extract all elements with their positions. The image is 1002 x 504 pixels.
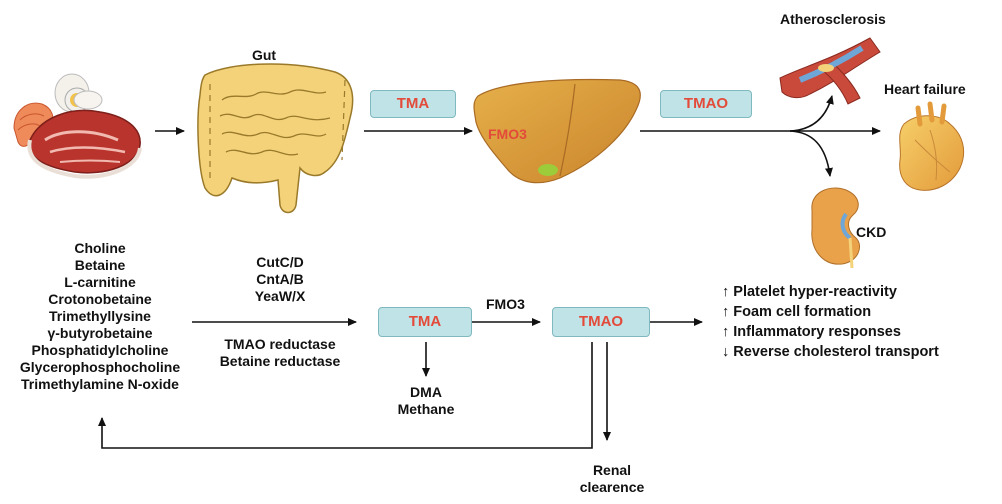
- gut-label: Gut: [252, 47, 276, 63]
- enzyme-item: Betaine reductase: [219, 353, 341, 369]
- renal-clearance-label: Renal clearence: [572, 462, 652, 496]
- liver-fmo3-label: FMO3: [488, 126, 527, 142]
- heart-icon: [899, 101, 965, 191]
- precursor-list: Choline Betaine L-carnitine Crotonobetai…: [0, 240, 200, 393]
- precursor-item: L-carnitine: [64, 274, 136, 290]
- liver-icon: [473, 78, 641, 184]
- ckd-label: CKD: [856, 224, 886, 240]
- fmo3-label: FMO3: [486, 296, 525, 312]
- enzyme-item: CutC/D: [256, 254, 304, 270]
- gut-intestine-icon: [197, 63, 354, 214]
- arrow-down-icon: ↓: [722, 344, 730, 360]
- effect-text: Platelet hyper-reactivity: [733, 284, 897, 300]
- precursor-item: γ-butyrobetaine: [47, 325, 153, 341]
- renal-label-line2: clearence: [579, 479, 645, 495]
- enzyme-item: TMAO reductase: [224, 336, 336, 352]
- meat-steak-icon: [27, 90, 142, 179]
- enzyme-list-upper: CutC/D CntA/B YeaW/X: [220, 254, 340, 305]
- effect-text: Reverse cholesterol transport: [733, 344, 939, 360]
- effect-item: ↑ Inflammatory responses: [722, 322, 1002, 342]
- kidney-icon: [811, 187, 860, 269]
- precursor-item: Trimethylamine N-oxide: [21, 376, 179, 392]
- tmao-box-top: TMAO: [660, 90, 752, 118]
- effect-item: ↑ Foam cell formation: [722, 302, 1002, 322]
- enzyme-item: CntA/B: [256, 271, 304, 287]
- tma-products: DMA Methane: [386, 384, 466, 418]
- tma-box-top: TMA: [370, 90, 456, 118]
- enzyme-list-lower: TMAO reductase Betaine reductase: [195, 336, 365, 370]
- renal-label-line1: Renal: [592, 462, 632, 478]
- artery-icon: [779, 37, 881, 105]
- precursor-item: Betaine: [74, 257, 126, 273]
- precursor-item: Trimethyllysine: [49, 308, 151, 324]
- arrow-branch-atherosclerosis: [789, 95, 834, 132]
- enzyme-item: YeaW/X: [254, 288, 306, 304]
- precursor-item: Choline: [74, 240, 126, 256]
- effects-list: ↑ Platelet hyper-reactivity ↑ Foam cell …: [722, 282, 1002, 362]
- heart-failure-label: Heart failure: [884, 81, 966, 97]
- precursor-item: Crotonobetaine: [48, 291, 152, 307]
- effect-text: Inflammatory responses: [733, 324, 901, 340]
- precursor-item: Phosphatidylcholine: [31, 342, 169, 358]
- precursor-item: Glycerophosphocholine: [19, 359, 181, 375]
- tmao-box-bottom: TMAO: [552, 307, 650, 337]
- methane-label: Methane: [397, 401, 455, 417]
- dma-label: DMA: [410, 384, 442, 400]
- arrow-up-icon: ↑: [722, 304, 730, 320]
- effect-item: ↓ Reverse cholesterol transport: [722, 342, 1002, 362]
- tma-box-bottom: TMA: [378, 307, 472, 337]
- arrow-tmao-recycle-to-precursors: [98, 342, 593, 449]
- effect-item: ↑ Platelet hyper-reactivity: [722, 282, 1002, 302]
- arrow-branch-ckd: [789, 130, 833, 177]
- atherosclerosis-label: Atherosclerosis: [780, 11, 886, 27]
- arrow-up-icon: ↑: [722, 284, 730, 300]
- food-illustration: [13, 73, 142, 179]
- arrow-up-icon: ↑: [722, 324, 730, 340]
- effect-text: Foam cell formation: [733, 304, 872, 320]
